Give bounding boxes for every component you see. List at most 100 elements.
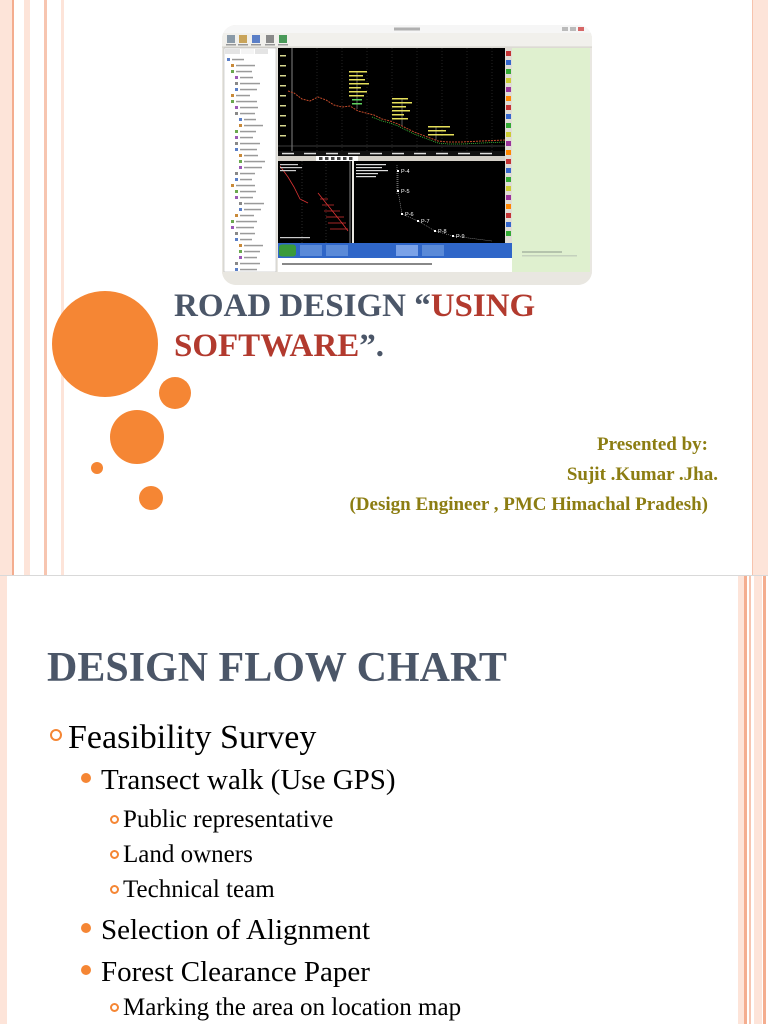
bullet-level-2: Forest Clearance Paper — [101, 956, 370, 988]
tree-node-icon — [231, 100, 234, 103]
tree-node-label-line — [240, 238, 252, 241]
tree-node-icon — [235, 214, 238, 217]
stripe-left-5 — [61, 0, 64, 575]
plan-view-pane — [354, 161, 505, 243]
peg-point — [417, 220, 419, 222]
tree-node-label-line — [240, 178, 252, 181]
callout-text-line — [392, 110, 410, 112]
peg-point — [452, 235, 454, 237]
stripe-left-1 — [0, 576, 7, 1024]
tree-node-label-line — [244, 244, 263, 247]
view-tool-icon — [319, 157, 323, 160]
screenshot-graphic: P-4 P-5 P-6 P-7 P-8 P-9 — [222, 25, 592, 285]
bullet-level-3: Public representative — [123, 806, 334, 833]
window-bottom-frame — [222, 272, 592, 285]
peg-label: P-8 — [438, 229, 447, 235]
title-slide: P-4 P-5 P-6 P-7 P-8 P-9 — [0, 0, 768, 575]
watermark-text-line — [522, 251, 562, 253]
tree-node-label-line — [244, 202, 264, 205]
tree-node-label-line — [236, 100, 257, 103]
tree-node-label-line — [240, 190, 256, 193]
palette-tool-icon — [506, 231, 511, 236]
window-title-text-line — [394, 27, 420, 31]
tree-tab — [255, 49, 268, 54]
tree-node-label-line — [240, 112, 255, 115]
tree-node-icon — [231, 220, 234, 223]
view-tool-icon — [337, 157, 341, 160]
x-axis-label-line — [458, 152, 470, 155]
stripe-right-4 — [754, 576, 762, 1024]
slide-title-line-2: SOFTWARE”. — [174, 326, 535, 366]
palette-tool-icon — [506, 195, 511, 200]
toolbar-label-line — [238, 44, 248, 46]
tree-node-label-line — [240, 142, 260, 145]
y-axis-tick-label-line — [280, 135, 286, 137]
view-toolbar-strip — [278, 156, 505, 161]
callout-text-line — [428, 126, 450, 128]
palette-tool-icon — [506, 132, 511, 137]
peg-points — [397, 170, 454, 237]
start-button-icon — [279, 244, 296, 257]
bullet-level-3: Technical team — [123, 876, 275, 903]
tree-node-icon — [239, 124, 242, 127]
watermark-text-line — [522, 255, 577, 257]
tree-node-icon — [235, 268, 238, 271]
peg-label: P-9 — [456, 234, 465, 240]
tree-node-label-line — [240, 232, 255, 235]
bullet-level-2: Transect walk (Use GPS) — [101, 764, 396, 796]
peg-point — [397, 170, 399, 172]
tree-node-icon — [231, 184, 234, 187]
pane-text-line — [280, 164, 298, 166]
gabion-hatch — [320, 198, 348, 230]
palette-tool-icon — [506, 186, 511, 191]
y-axis-tick-label-line — [280, 125, 286, 127]
pane-text-line — [280, 170, 296, 172]
tree-node-icon — [235, 88, 238, 91]
properties-side-panel — [512, 48, 590, 272]
stripe-right-2 — [752, 0, 753, 575]
callout-text-line — [349, 87, 361, 89]
cross-section-pane — [278, 161, 352, 243]
tree-node-label-line — [240, 262, 260, 265]
tree-node-icon — [235, 190, 238, 193]
x-axis-label-strip — [278, 151, 505, 156]
toolbar-tool-icon — [227, 35, 235, 43]
road-design-software-screenshot: P-4 P-5 P-6 P-7 P-8 P-9 — [222, 25, 592, 285]
tree-node-label-line — [236, 184, 255, 187]
callout-text-line — [349, 75, 363, 77]
x-axis-label-line — [304, 152, 316, 155]
palette-tool-icon — [506, 78, 511, 83]
peg-labels: P-4 P-5 P-6 P-7 P-8 P-9 — [401, 169, 465, 240]
y-axis-tick-label-line — [280, 95, 286, 97]
callout-text-line — [392, 114, 404, 116]
x-axis-label-line — [282, 152, 294, 155]
tree-node-icon — [235, 238, 238, 241]
stripe-right-1 — [752, 0, 768, 575]
legend-text-line — [356, 167, 382, 169]
slide-title: DESIGN FLOW CHART — [47, 645, 507, 691]
slide-title: ROAD DESIGN “USING SOFTWARE”. — [174, 286, 535, 366]
title-text-highlight: SOFTWARE — [174, 328, 360, 364]
tree-node-label-line — [240, 106, 258, 109]
tree-node-icon — [231, 64, 234, 67]
tree-node-label-line — [236, 64, 255, 67]
tree-node-icon — [227, 58, 230, 61]
taskbar-button — [326, 245, 348, 256]
callout-text-line — [428, 134, 454, 136]
x-axis-label-line — [436, 152, 448, 155]
palette-tool-icon — [506, 123, 511, 128]
peg-point — [401, 213, 403, 215]
y-axis-tick-label-line — [280, 65, 286, 67]
toolbar-label-line — [265, 44, 275, 46]
y-axis-tick-label-line — [280, 55, 286, 57]
title-text-plain: ROAD DESIGN “ — [174, 288, 431, 324]
palette-tool-icon — [506, 69, 511, 74]
tree-node-icon — [231, 70, 234, 73]
tree-node-label-line — [244, 118, 256, 121]
tree-node-icon — [239, 202, 242, 205]
tree-node-label-line — [240, 196, 253, 199]
y-axis-tick-label-line — [280, 105, 286, 107]
tree-node-label-line — [236, 220, 257, 223]
tree-node-icon — [235, 130, 238, 133]
palette-tool-icon — [506, 177, 511, 182]
